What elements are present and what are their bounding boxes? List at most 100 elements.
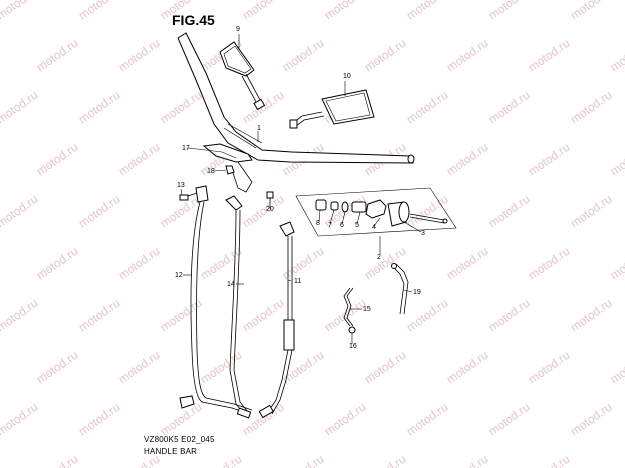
throttle-cable-2 xyxy=(225,195,252,419)
watermark-text: motod.ru xyxy=(608,244,625,283)
callout-1: 1 xyxy=(257,125,261,132)
watermark-text: motod.ru xyxy=(486,88,533,127)
callout-7: 7 xyxy=(328,222,332,229)
watermark-text: motod.ru xyxy=(322,400,369,439)
callout-3: 3 xyxy=(421,230,425,237)
watermark-text: motod.ru xyxy=(0,0,41,22)
watermark-text: motod.ru xyxy=(486,192,533,231)
clutch-cable xyxy=(179,201,253,415)
watermark-text: motod.ru xyxy=(198,244,245,283)
callout-4: 4 xyxy=(372,224,376,231)
watermark-text: motod.ru xyxy=(280,452,327,468)
watermark-text: motod.ru xyxy=(76,0,123,22)
grip-assembly xyxy=(295,187,457,237)
watermark-text: motod.ru xyxy=(34,244,81,283)
watermark-text: motod.ru xyxy=(280,348,327,387)
watermark-text: motod.ru xyxy=(526,244,573,283)
callout-16: 16 xyxy=(349,343,357,350)
watermark-text: motod.ru xyxy=(568,400,615,439)
watermark-text: motod.ru xyxy=(608,140,625,179)
watermark-text: motod.ru xyxy=(158,296,205,335)
watermark-text: motod.ru xyxy=(444,36,491,75)
callout-15: 15 xyxy=(363,306,371,313)
callout-19: 19 xyxy=(413,289,421,296)
watermark-text: motod.ru xyxy=(486,296,533,335)
throttle-cable xyxy=(258,221,295,419)
watermark-text: motod.ru xyxy=(116,36,163,75)
callout-11: 11 xyxy=(294,278,302,285)
watermark-text: motod.ru xyxy=(362,452,409,468)
callout-8: 8 xyxy=(316,220,320,227)
callout-18: 18 xyxy=(207,168,215,175)
callout-20: 20 xyxy=(266,206,274,213)
watermark-text: motod.ru xyxy=(568,296,615,335)
watermark-text: motod.ru xyxy=(362,348,409,387)
watermark-text: motod.ru xyxy=(322,0,369,22)
watermark-text: motod.ru xyxy=(116,348,163,387)
callout-5: 5 xyxy=(355,222,359,229)
watermark-text: motod.ru xyxy=(444,244,491,283)
watermark-text: motod.ru xyxy=(404,192,451,231)
watermark-text: motod.ru xyxy=(76,400,123,439)
watermark-text: motod.ru xyxy=(240,88,287,127)
clamp-bolt xyxy=(266,191,274,204)
watermark-text: motod.ru xyxy=(198,452,245,468)
callout-12: 12 xyxy=(175,272,183,279)
callout-10: 10 xyxy=(343,73,351,80)
figure-title: FIG.45 xyxy=(172,12,215,28)
cable-clamp xyxy=(391,263,409,315)
watermark-text: motod.ru xyxy=(198,348,245,387)
callout-2: 2 xyxy=(377,254,381,261)
watermark-text: motod.ru xyxy=(526,36,573,75)
callout-14: 14 xyxy=(227,281,235,288)
watermark-text: motod.ru xyxy=(0,192,41,231)
left-mirror xyxy=(219,41,266,111)
watermark-text: motod.ru xyxy=(568,88,615,127)
watermark-text: motod.ru xyxy=(608,36,625,75)
watermark-text: motod.ru xyxy=(240,192,287,231)
figure-name: HANDLE BAR xyxy=(144,447,198,456)
callout-6: 6 xyxy=(340,222,344,229)
watermark-text: motod.ru xyxy=(240,400,287,439)
watermark-text: motod.ru xyxy=(526,140,573,179)
watermark-text: motod.ru xyxy=(34,36,81,75)
callout-13: 13 xyxy=(177,182,185,189)
watermark-text: motod.ru xyxy=(34,452,81,468)
callout-9: 9 xyxy=(236,26,240,33)
watermark-text: motod.ru xyxy=(116,140,163,179)
watermark-text: motod.ru xyxy=(444,452,491,468)
watermark-text: motod.ru xyxy=(0,88,41,127)
watermark-text: motod.ru xyxy=(280,36,327,75)
watermark-text: motod.ru xyxy=(526,452,573,468)
right-mirror xyxy=(289,89,375,129)
watermark-text: motod.ru xyxy=(444,348,491,387)
cable-guide xyxy=(343,287,356,334)
watermark-text: motod.ru xyxy=(404,400,451,439)
handlebar xyxy=(177,32,415,164)
watermark-text: motod.ru xyxy=(76,296,123,335)
watermark-text: motod.ru xyxy=(76,192,123,231)
watermark-text: motod.ru xyxy=(0,296,41,335)
watermark-text: motod.ru xyxy=(568,0,615,22)
watermark-text: motod.ru xyxy=(34,140,81,179)
watermark-text: motod.ru xyxy=(608,452,625,468)
watermark-text: motod.ru xyxy=(486,400,533,439)
watermark-text: motod.ru xyxy=(0,400,41,439)
callout-17: 17 xyxy=(182,145,190,152)
watermark-text: motod.ru xyxy=(280,244,327,283)
watermark-text: motod.ru xyxy=(404,88,451,127)
watermark-text: motod.ru xyxy=(526,348,573,387)
watermark-text: motod.ru xyxy=(158,88,205,127)
figure-code: VZ800K5 E02_045 xyxy=(144,435,215,444)
watermark-text: motod.ru xyxy=(486,0,533,22)
watermark-text: motod.ru xyxy=(116,244,163,283)
watermark-text: motod.ru xyxy=(608,348,625,387)
watermark-text: motod.ru xyxy=(34,348,81,387)
watermark-text: motod.ru xyxy=(240,0,287,22)
watermark-text: motod.ru xyxy=(404,0,451,22)
watermark-text: motod.ru xyxy=(568,192,615,231)
watermark-text: motod.ru xyxy=(444,140,491,179)
watermark-text: motod.ru xyxy=(362,36,409,75)
